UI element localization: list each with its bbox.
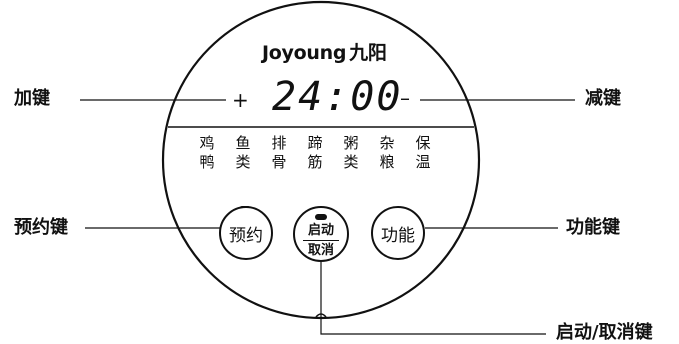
- mode-label-top: 杂: [379, 134, 395, 152]
- mode-label-bottom: 筋: [307, 153, 323, 171]
- mode-label-top: 鸡: [199, 134, 215, 152]
- mode-item[interactable]: 粥类: [340, 134, 362, 172]
- mode-item[interactable]: 鱼类: [232, 134, 254, 172]
- mode-item[interactable]: 杂粮: [376, 134, 398, 172]
- callout-minus-key: 减键: [585, 88, 621, 109]
- cancel-label: 取消: [307, 243, 334, 258]
- leader-start-cancel: [320, 262, 546, 335]
- plus-button[interactable]: +: [232, 88, 249, 112]
- function-button-label: 功能: [381, 225, 415, 246]
- callout-preset-key: 预约键: [14, 217, 68, 238]
- mode-label-bottom: 鸭: [199, 153, 215, 171]
- brand-chinese: 九阳: [349, 42, 387, 64]
- mode-label-bottom: 类: [235, 153, 251, 171]
- mode-label-top: 保: [415, 134, 431, 152]
- preset-button[interactable]: 预约: [219, 206, 273, 260]
- mode-label-top: 排: [271, 134, 287, 152]
- mode-item[interactable]: 鸡鸭: [196, 134, 218, 172]
- time-display: 24:00: [272, 74, 403, 120]
- minus-button[interactable]: –: [400, 86, 410, 110]
- callout-plus-key: 加键: [14, 88, 50, 109]
- mode-item[interactable]: 保温: [412, 134, 434, 172]
- mode-label-top: 蹄: [307, 134, 323, 152]
- start-label: 启动: [307, 223, 334, 238]
- panel-notch: [315, 313, 327, 318]
- start-cancel-divider: [303, 240, 339, 241]
- function-button[interactable]: 功能: [371, 206, 425, 260]
- preset-button-label: 预约: [229, 225, 263, 246]
- start-indicator-light: [315, 214, 327, 220]
- mode-label-bottom: 类: [343, 153, 359, 171]
- mode-label-top: 鱼: [235, 134, 251, 152]
- mode-list: 鸡鸭 鱼类 排骨 蹄筋 粥类 杂粮 保温: [196, 134, 434, 172]
- callout-start-cancel-key: 启动/取消键: [556, 322, 653, 343]
- start-cancel-button[interactable]: 启动 取消: [293, 206, 349, 262]
- callout-function-key: 功能键: [566, 217, 620, 238]
- mode-label-bottom: 温: [415, 153, 431, 171]
- brand-latin: Joyoung: [262, 42, 347, 64]
- mode-label-bottom: 粮: [379, 153, 395, 171]
- mode-label-bottom: 骨: [271, 153, 287, 171]
- mode-item[interactable]: 排骨: [268, 134, 290, 172]
- mode-item[interactable]: 蹄筋: [304, 134, 326, 172]
- mode-label-top: 粥: [343, 134, 359, 152]
